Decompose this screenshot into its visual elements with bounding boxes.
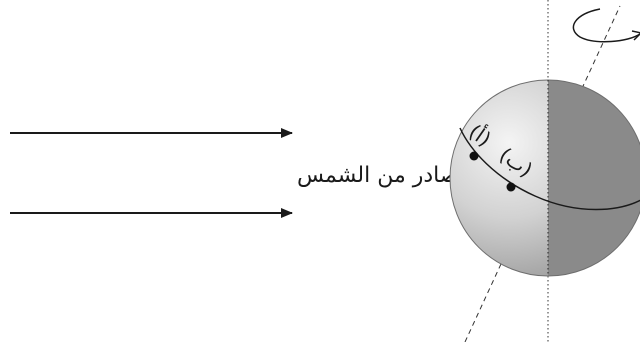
rotation-arrow-icon <box>573 9 640 42</box>
point-a-marker <box>470 152 479 161</box>
earth-sphere <box>450 70 640 290</box>
point-b-marker <box>507 183 516 192</box>
